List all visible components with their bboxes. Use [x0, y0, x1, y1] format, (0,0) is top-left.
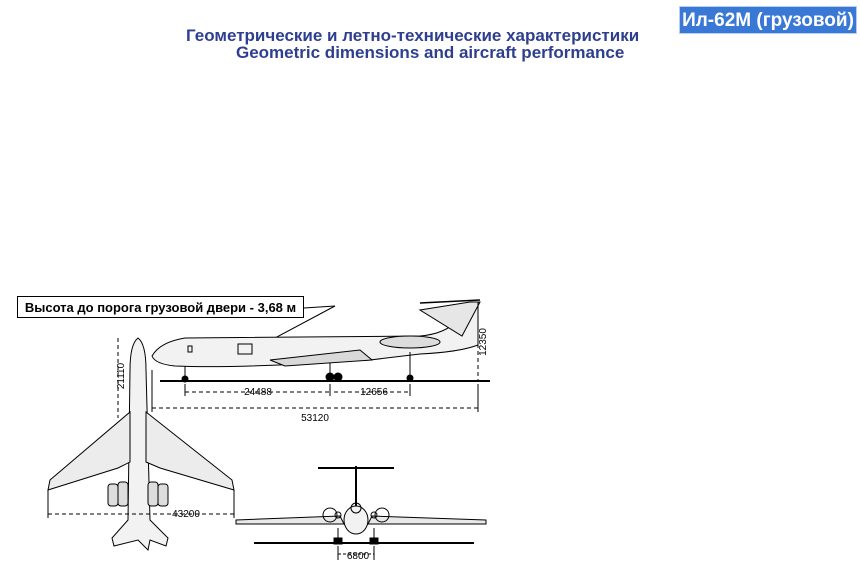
- front-engine-center: [350, 502, 362, 514]
- horizontal-stabilizer: [419, 299, 481, 304]
- right-engine-1: [147, 481, 159, 507]
- fuselage-top: [111, 337, 169, 552]
- front-view: [235, 466, 487, 545]
- front-left-wing: [235, 515, 345, 525]
- dimension-height: 12350: [478, 328, 489, 356]
- cargo-door: [237, 343, 253, 355]
- side-view: [151, 299, 481, 383]
- main-gear-rear: [333, 372, 343, 382]
- wing-side: [269, 349, 374, 367]
- tail-fin: [418, 301, 481, 337]
- callout-leader: [303, 305, 336, 309]
- door-height-callout: Высота до порога грузовой двери - 3,68 м: [17, 296, 304, 318]
- front-engine-1: [322, 507, 338, 523]
- front-right-wing: [367, 515, 487, 525]
- aircraft-badge: Ил-62М (грузовой): [679, 6, 857, 34]
- dimension-nose-section: 21110: [116, 362, 127, 389]
- front-engine-2: [374, 507, 390, 523]
- dimension-track: 6800: [347, 551, 370, 562]
- title-russian: Геометрические и летно-технические харак…: [186, 26, 640, 45]
- top-view: [47, 337, 235, 552]
- dimension-nose-to-main-gear: 24488: [244, 387, 272, 398]
- window: [187, 345, 193, 353]
- right-engine-2: [157, 483, 169, 507]
- main-gear-front: [325, 372, 335, 382]
- fuselage-front: [343, 505, 369, 535]
- right-wing: [145, 410, 235, 491]
- left-engine-2: [107, 483, 119, 507]
- left-engine-1: [117, 481, 129, 507]
- title-english: Geometric dimensions and aircraft perfor…: [236, 43, 625, 62]
- dimension-overall-length: 53120: [301, 413, 329, 424]
- dimension-wingspan: 43200: [172, 509, 200, 520]
- dimension-main-gear-to-tail: 12656: [360, 387, 388, 398]
- length-dimensions: [151, 370, 479, 412]
- rear-engine: [379, 335, 441, 349]
- left-wing: [47, 410, 131, 491]
- fuselage-side: [151, 301, 479, 368]
